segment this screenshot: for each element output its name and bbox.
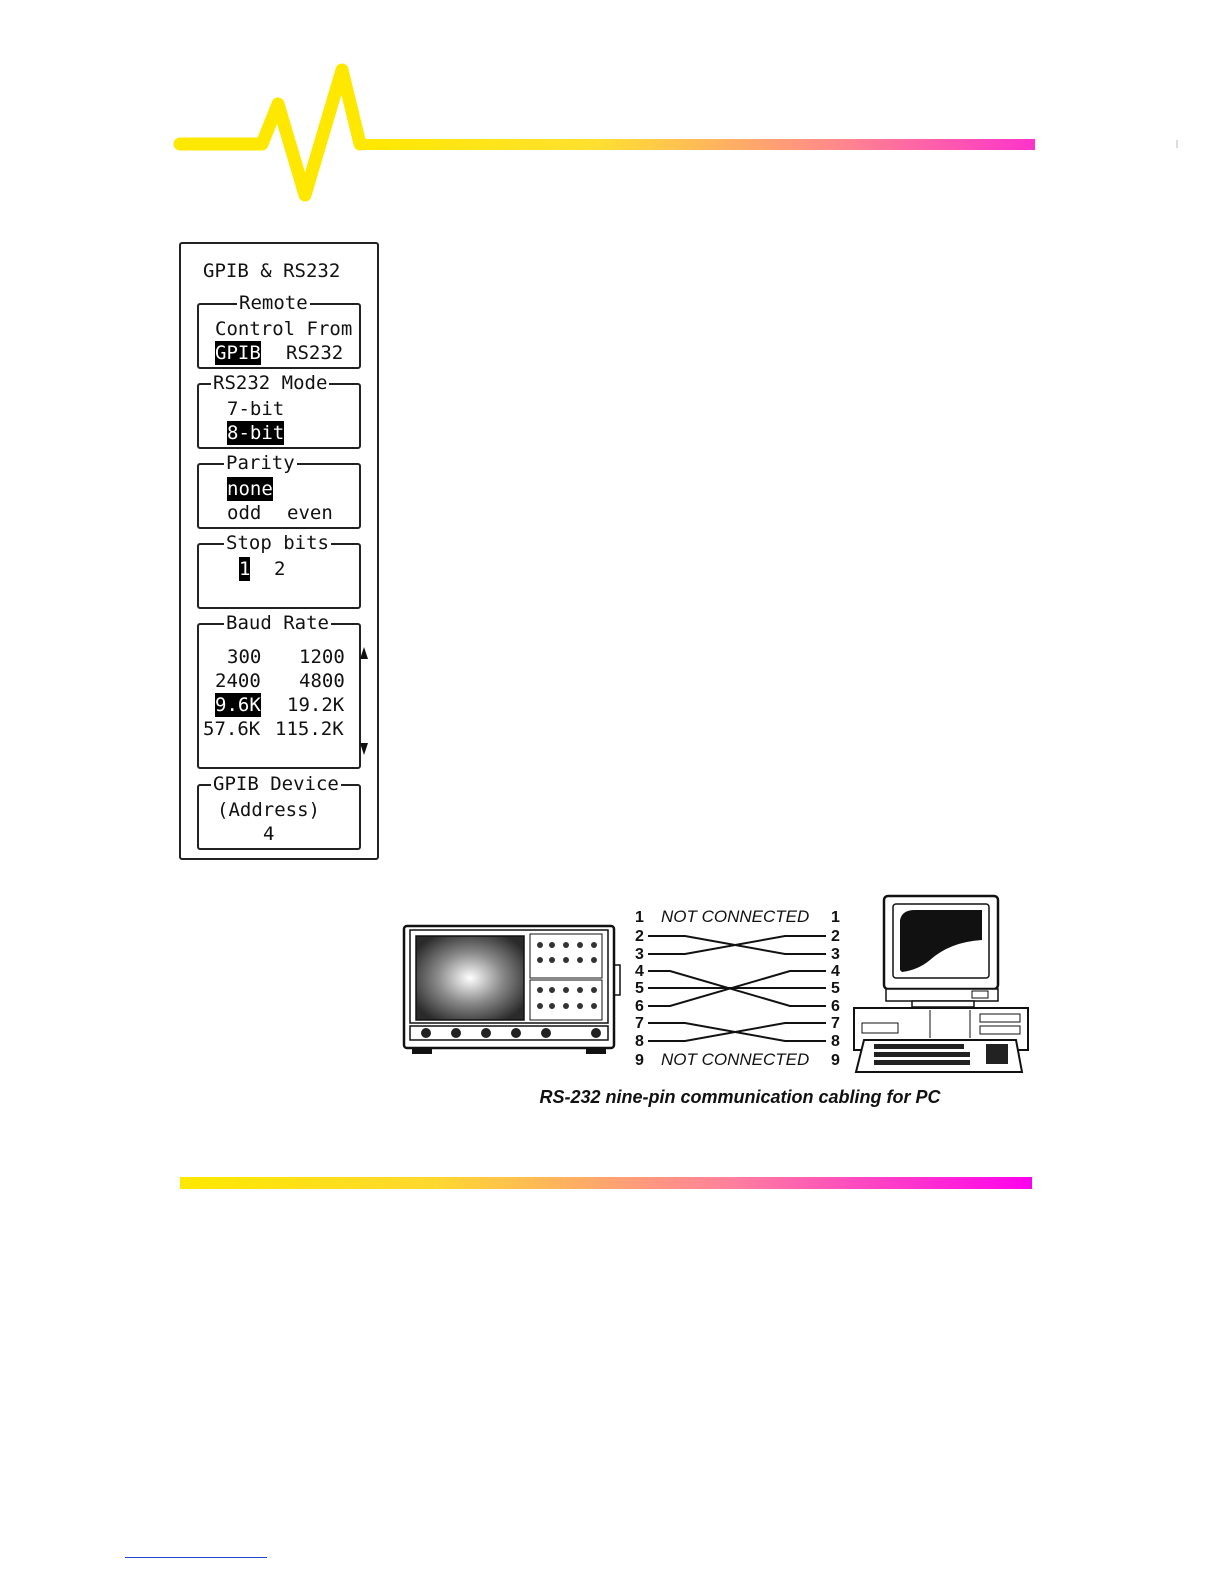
- footer-gradient-bar: [180, 1177, 1032, 1189]
- left-pin-3: 3: [635, 946, 644, 963]
- left-pin-9: 9: [635, 1052, 644, 1069]
- right-pin-2: 2: [831, 928, 840, 945]
- parity-option-none[interactable]: none: [227, 477, 273, 501]
- oscilloscope-icon: [404, 926, 620, 1054]
- stop-bits-option-1[interactable]: 1: [239, 557, 250, 581]
- left-pin-5: 5: [635, 980, 644, 997]
- baud-rate-group[interactable]: Baud Rate 300 1200 2400 4800 9.6K 19.2K …: [197, 623, 361, 769]
- parity-option-odd[interactable]: odd: [227, 501, 261, 525]
- remote-option-gpib[interactable]: GPIB: [215, 341, 261, 365]
- baud-option-9-6k[interactable]: 9.6K: [215, 693, 261, 717]
- baud-option-57-6k[interactable]: 57.6K: [203, 717, 260, 741]
- right-pin-9: 9: [831, 1052, 840, 1069]
- right-pin-3: 3: [831, 946, 840, 963]
- pc-computer-icon: [854, 896, 1028, 1072]
- stop-bits-option-2[interactable]: 2: [274, 557, 285, 581]
- baud-option-1200[interactable]: 1200: [299, 645, 345, 669]
- right-pin-8: 8: [831, 1033, 840, 1050]
- left-pin-7: 7: [635, 1015, 644, 1032]
- remote-control-from-label: Control From: [215, 317, 352, 341]
- gpib-address-label: (Address): [217, 798, 320, 822]
- baud-rate-legend: Baud Rate: [224, 611, 331, 635]
- wire-8-to-7: [648, 1023, 826, 1041]
- baud-option-115-2k[interactable]: 115.2K: [275, 717, 344, 741]
- rs232-mode-option-7bit[interactable]: 7-bit: [227, 397, 284, 421]
- not-connected-bottom-label: NOT CONNECTED: [661, 1050, 809, 1069]
- stop-bits-group[interactable]: Stop bits 1 2: [197, 543, 361, 609]
- remote-option-rs232[interactable]: RS232: [286, 341, 343, 365]
- gpib-device-group[interactable]: GPIB Device (Address) 4: [197, 784, 361, 850]
- stop-bits-legend: Stop bits: [224, 531, 331, 555]
- left-pin-8: 8: [635, 1033, 644, 1050]
- rs232-cabling-diagram: 1 2 3 4 5 6 7 8 9 1 2 3 4 5 6 7 8 9 NOT …: [390, 890, 1040, 1085]
- gpib-rs232-menu-panel: GPIB & RS232 Remote Control From GPIB RS…: [179, 242, 379, 860]
- menu-title: GPIB & RS232: [203, 259, 340, 283]
- left-pin-2: 2: [635, 928, 644, 945]
- right-pin-1: 1: [831, 909, 840, 926]
- parity-group[interactable]: Parity none odd even: [197, 463, 361, 529]
- left-pin-1: 1: [635, 909, 644, 926]
- baud-option-300[interactable]: 300: [227, 645, 261, 669]
- header-waveform-banner: [0, 0, 1224, 220]
- rs232-mode-option-8bit[interactable]: 8-bit: [227, 421, 284, 445]
- baud-scroll-arrows-icon[interactable]: [359, 647, 369, 757]
- baud-option-4800[interactable]: 4800: [299, 669, 345, 693]
- rs232-mode-group[interactable]: RS232 Mode 7-bit 8-bit: [197, 383, 361, 449]
- rs232-mode-legend: RS232 Mode: [211, 371, 329, 395]
- right-pin-7: 7: [831, 1015, 840, 1032]
- baud-option-19-2k[interactable]: 19.2K: [287, 693, 344, 717]
- left-pin-6: 6: [635, 998, 644, 1015]
- parity-option-even[interactable]: even: [287, 501, 333, 525]
- diagram-caption: RS-232 nine-pin communication cabling fo…: [380, 1087, 1100, 1108]
- gpib-address-value[interactable]: 4: [263, 822, 274, 846]
- left-pin-4: 4: [635, 963, 644, 980]
- remote-legend: Remote: [237, 291, 310, 315]
- right-pin-5: 5: [831, 980, 840, 997]
- not-connected-top-label: NOT CONNECTED: [661, 907, 809, 926]
- right-pin-6: 6: [831, 998, 840, 1015]
- footer-link-underline[interactable]: [125, 1557, 267, 1558]
- right-pin-4: 4: [831, 963, 840, 980]
- baud-option-2400[interactable]: 2400: [215, 669, 261, 693]
- gpib-device-legend: GPIB Device: [211, 772, 341, 796]
- remote-control-group[interactable]: Remote Control From GPIB RS232: [197, 303, 361, 369]
- wire-3-to-2: [648, 936, 826, 954]
- parity-legend: Parity: [224, 451, 297, 475]
- wire-connections: [648, 936, 826, 1041]
